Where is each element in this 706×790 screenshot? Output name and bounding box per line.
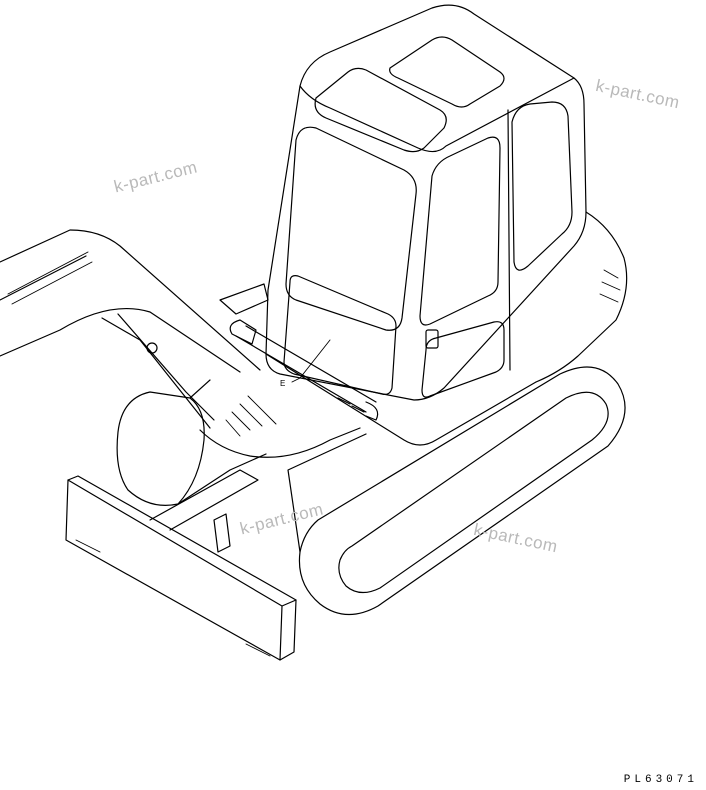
blade-side [279, 599, 297, 661]
dozer-blade [65, 469, 297, 661]
deck-plate [219, 283, 269, 315]
front-window-lower [283, 275, 397, 395]
drum-link [177, 379, 267, 505]
roof-hatch [389, 36, 505, 108]
crawler-track [287, 366, 626, 616]
boom-foot [199, 427, 361, 458]
blade-top-edge [67, 475, 297, 607]
door-handle [425, 329, 439, 349]
pedal [213, 513, 231, 553]
counterweight [535, 211, 628, 383]
track-inner [338, 391, 609, 594]
door-seam [507, 109, 511, 371]
cylinder-end [337, 397, 379, 421]
track-outer [298, 366, 626, 616]
drum [116, 391, 205, 506]
blade-detail [75, 539, 271, 657]
door-window [419, 136, 501, 326]
callout-leader [291, 339, 331, 383]
roof-panel [314, 67, 447, 153]
cab [265, 4, 587, 401]
boom-assembly [0, 229, 361, 458]
boom-upper-edge [0, 229, 261, 371]
cab-outline [265, 4, 587, 401]
roof-edge [299, 77, 575, 153]
counterweight-hatching [599, 269, 621, 303]
arm-top [0, 255, 87, 301]
boom-pin [146, 342, 158, 354]
callout-letter: E [280, 379, 285, 388]
cylinder-body [235, 325, 377, 413]
arm-cylinder [7, 251, 93, 305]
side-window [511, 101, 573, 271]
blade-arm [149, 469, 259, 531]
boom-foot-hatching [225, 395, 277, 437]
door-lower-panel [421, 321, 505, 398]
upper-structure [219, 211, 628, 446]
cylinder-head [229, 319, 257, 345]
track-frame [287, 433, 367, 553]
boom-lower-edge [0, 307, 241, 373]
deck-edge [265, 353, 537, 446]
swing-motor [116, 379, 267, 553]
front-window-upper [285, 126, 417, 331]
hydraulic-cylinder-part: E [229, 319, 379, 421]
boom-cylinder [101, 313, 215, 429]
drawing-code: PL63071 [623, 774, 698, 786]
